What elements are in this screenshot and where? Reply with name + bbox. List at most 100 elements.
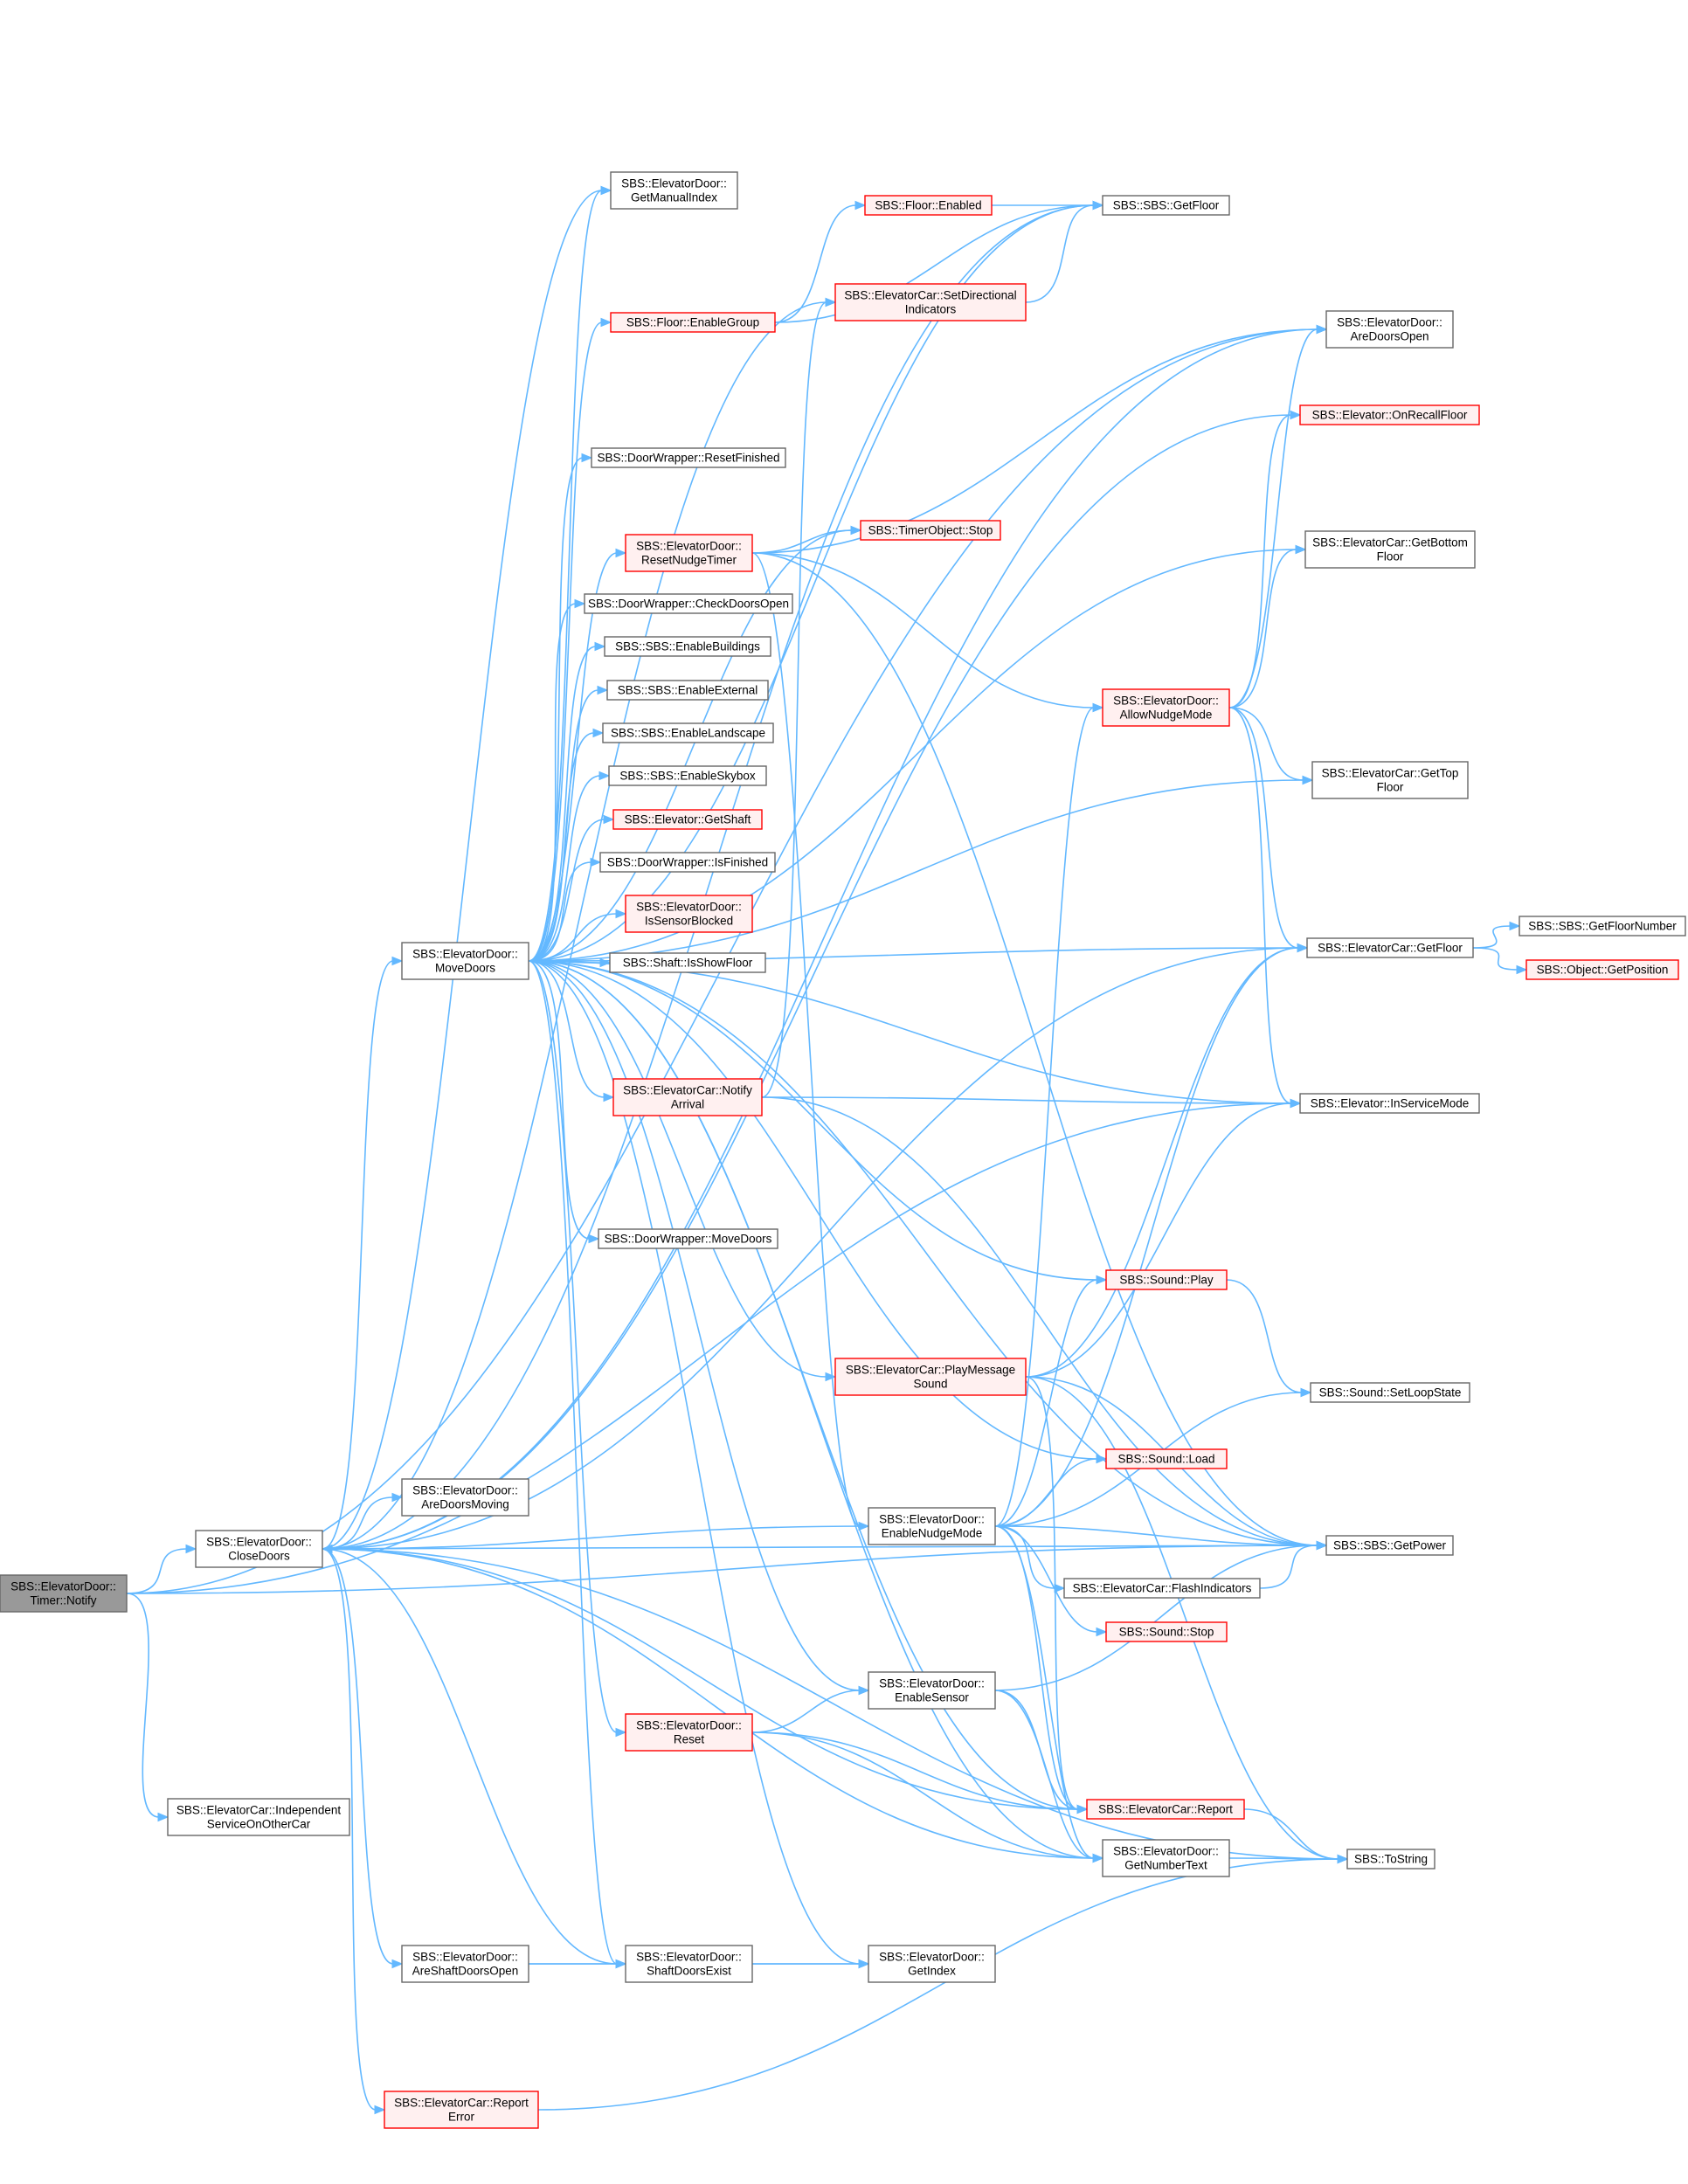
node-label: SBS::SBS::EnableBuildings (615, 640, 760, 653)
node-floor-enabled[interactable]: SBS::Floor::Enabled (864, 195, 993, 216)
node-label: SBS::ElevatorDoor:: (621, 177, 727, 190)
node-are-doors-moving[interactable]: SBS::ElevatorDoor::AreDoorsMoving (401, 1478, 529, 1517)
node-set-directional[interactable]: SBS::ElevatorCar::SetDirectionalIndicato… (834, 283, 1027, 321)
node-label: SBS::SBS::GetFloor (1113, 199, 1220, 212)
node-get-index[interactable]: SBS::ElevatorDoor::GetIndex (868, 1945, 996, 1983)
arrowhead-enable_nudge_mode-to-close_doors (321, 1544, 333, 1554)
node-enable-buildings[interactable]: SBS::SBS::EnableBuildings (604, 636, 771, 657)
node-dw-checkdoorsopen[interactable]: SBS::DoorWrapper::CheckDoorsOpen (584, 593, 793, 614)
node-car-getfloor[interactable]: SBS::ElevatorCar::GetFloor (1306, 937, 1474, 958)
node-timerobject-stop[interactable]: SBS::TimerObject::Stop (860, 520, 1001, 541)
node-get-number-text[interactable]: SBS::ElevatorDoor::GetNumberText (1102, 1839, 1230, 1877)
node-move-doors[interactable]: SBS::ElevatorDoor::MoveDoors (401, 942, 529, 980)
node-box (584, 593, 793, 614)
node-car-report[interactable]: SBS::ElevatorCar::Report (1086, 1799, 1245, 1820)
node-allow-nudge-mode[interactable]: SBS::ElevatorDoor::AllowNudgeMode (1102, 688, 1230, 727)
node-dw-movedoors[interactable]: SBS::DoorWrapper::MoveDoors (598, 1228, 778, 1249)
node-dw-isfinished[interactable]: SBS::DoorWrapper::IsFinished (599, 852, 776, 873)
node-get-position[interactable]: SBS::Object::GetPosition (1525, 959, 1679, 980)
arrowhead-allow_nudge_mode-to-are_doors_open (1316, 324, 1328, 335)
arrowhead-move_doors-to-dw_movedoors (588, 1234, 600, 1244)
node-get-floor-number[interactable]: SBS::SBS::GetFloorNumber (1519, 916, 1686, 936)
arrowhead-allow_nudge_mode-to-on_recall_floor (1290, 410, 1302, 420)
arrowhead-close_doors-to-report_error (374, 2105, 386, 2115)
node-floor-enablegroup[interactable]: SBS::Floor::EnableGroup (610, 312, 776, 333)
edge-close_doors-to-shaft_doors_exist (322, 1548, 618, 1965)
node-ed-reset[interactable]: SBS::ElevatorDoor::Reset (625, 1713, 753, 1752)
node-box (1299, 404, 1480, 425)
node-set-loop-state[interactable]: SBS::Sound::SetLoopState (1310, 1382, 1470, 1403)
node-independent-service[interactable]: SBS::ElevatorCar::IndependentServiceOnOt… (167, 1798, 350, 1836)
arrowhead-enable_nudge_mode-to-allow_nudge_mode (1092, 702, 1104, 713)
node-label: SBS::Shaft::IsShowFloor (623, 957, 753, 970)
node-label: SBS::ElevatorCar::SetDirectional (844, 289, 1016, 302)
edge-car_report-to-to_string (1243, 1808, 1339, 1860)
node-timer-notify[interactable]: SBS::ElevatorDoor::Timer::Notify (0, 1574, 128, 1613)
arrowhead-shaft_doors_exist-to-get_index (858, 1959, 870, 1969)
arrowhead-move_doors-to-dw_isfinished (590, 857, 602, 867)
node-in-service-mode[interactable]: SBS::Elevator::InServiceMode (1299, 1093, 1480, 1114)
node-are-doors-open[interactable]: SBS::ElevatorDoor::AreDoorsOpen (1325, 310, 1454, 349)
edge-move_doors-to-dw_isfinished (528, 861, 592, 962)
node-box (401, 942, 529, 980)
node-enable-sensor[interactable]: SBS::ElevatorDoor::EnableSensor (868, 1671, 996, 1710)
edge-move_doors-to-enable_skybox (528, 775, 601, 962)
edge-timer_notify-to-in_service_mode (126, 1102, 1292, 1594)
arrowhead-move_doors-to-reset_nudge_timer (615, 548, 627, 558)
node-box (1325, 310, 1454, 349)
node-get-power[interactable]: SBS::SBS::GetPower (1325, 1535, 1454, 1556)
node-sound-play[interactable]: SBS::Sound::Play (1105, 1269, 1228, 1290)
node-box (602, 722, 774, 743)
node-label: IsSensorBlocked (645, 915, 733, 928)
node-dw-resetfinished[interactable]: SBS::DoorWrapper::ResetFinished (591, 447, 786, 468)
edge-ed_reset-to-car_report (751, 1731, 1079, 1810)
node-box (598, 1228, 778, 1249)
node-label: CloseDoors (228, 1550, 290, 1563)
node-box (860, 520, 1001, 541)
node-label: SBS::Sound::Load (1117, 1453, 1214, 1466)
node-label: Floor (1377, 781, 1404, 794)
node-box (610, 171, 738, 210)
node-are-shaft-doors-open[interactable]: SBS::ElevatorDoor::AreShaftDoorsOpen (401, 1945, 529, 1983)
node-close-doors[interactable]: SBS::ElevatorDoor::CloseDoors (195, 1530, 323, 1568)
node-reset-nudge-timer[interactable]: SBS::ElevatorDoor::ResetNudgeTimer (625, 534, 753, 572)
node-to-string[interactable]: SBS::ToString (1346, 1849, 1435, 1870)
node-label: ShaftDoorsExist (647, 1965, 731, 1978)
node-enable-landscape[interactable]: SBS::SBS::EnableLandscape (602, 722, 774, 743)
arrowhead-enable_sensor-to-car_report (1076, 1804, 1089, 1814)
node-sbs-getfloor[interactable]: SBS::SBS::GetFloor (1102, 195, 1230, 216)
arrowhead-close_doors-to-are_shaft_doors_open (391, 1959, 404, 1969)
graph-nodes: SBS::ElevatorDoor::Timer::NotifySBS::Ele… (0, 171, 1686, 2129)
node-elevator-getshaft[interactable]: SBS::Elevator::GetShaft (612, 809, 763, 830)
edge-move_doors-to-get_top_floor (528, 779, 1304, 962)
node-label: SBS::ElevatorDoor:: (636, 901, 742, 914)
node-enable-external[interactable]: SBS::SBS::EnableExternal (606, 680, 769, 701)
node-sound-stop[interactable]: SBS::Sound::Stop (1105, 1621, 1228, 1642)
node-is-sensor-blocked[interactable]: SBS::ElevatorDoor::IsSensorBlocked (625, 895, 753, 933)
node-enable-nudge-mode[interactable]: SBS::ElevatorDoor::EnableNudgeMode (868, 1507, 996, 1545)
node-on-recall-floor[interactable]: SBS::Elevator::OnRecallFloor (1299, 404, 1480, 425)
node-get-manual-index[interactable]: SBS::ElevatorDoor::GetManualIndex (610, 171, 738, 210)
node-label: SBS::ElevatorCar::GetFloor (1318, 942, 1463, 955)
arrowhead-car_getfloor-to-get_position (1516, 964, 1528, 975)
node-box (401, 1478, 529, 1517)
node-label: SBS::ElevatorDoor:: (412, 1951, 518, 1964)
arrowhead-get_number_text-to-to_string (1337, 1854, 1349, 1864)
node-shaft-isshowfloor[interactable]: SBS::Shaft::IsShowFloor (609, 952, 766, 973)
node-shaft-doors-exist[interactable]: SBS::ElevatorDoor::ShaftDoorsExist (625, 1945, 753, 1983)
node-box (609, 952, 766, 973)
node-label: SBS::ElevatorCar::Independent (176, 1804, 342, 1817)
node-flash-indicators[interactable]: SBS::ElevatorCar::FlashIndicators (1063, 1578, 1261, 1599)
edge-enable_nudge_mode-to-close_doors (330, 1525, 869, 1550)
node-sound-load[interactable]: SBS::Sound::Load (1105, 1448, 1228, 1469)
edge-play_message_sound-to-to_string (1025, 1376, 1339, 1860)
edge-move_doors-to-get_number_text (528, 960, 1095, 1859)
arrowhead-sound_play-to-set_loop_state (1300, 1387, 1312, 1398)
node-enable-skybox[interactable]: SBS::SBS::EnableSkybox (608, 765, 767, 786)
